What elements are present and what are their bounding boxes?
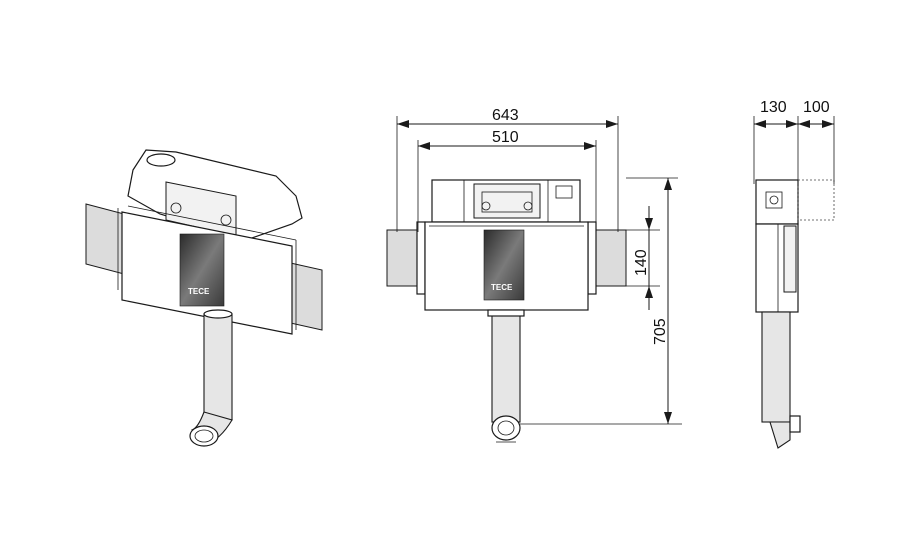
front-view: TECE 643 510 140 705 [386, 107, 682, 443]
dim-side-depth-front: 130 [760, 99, 787, 116]
dim-side-depth-rear: 100 [803, 99, 830, 116]
front-flush-pipe [491, 311, 521, 423]
brand-logo-front: TECE [491, 283, 513, 292]
perspective-view: TECE [85, 149, 323, 447]
pipe-collar [203, 309, 233, 319]
pipe-outlet [189, 425, 219, 447]
dim-total-height: 705 [652, 318, 669, 345]
mount-screw-right [220, 214, 232, 226]
flush-pipe [203, 313, 233, 421]
dim-overall-width: 643 [492, 107, 519, 124]
brand-logo-left: TECE [188, 287, 210, 296]
side-clearance-outline [797, 179, 835, 221]
dim-frame-width: 510 [492, 129, 519, 146]
side-flush-pipe [761, 311, 791, 423]
flush-valve-cap [146, 153, 176, 167]
product-label-panel [179, 233, 225, 307]
front-left-bracket [386, 229, 418, 287]
front-right-bracket [595, 229, 627, 287]
front-label-panel [483, 229, 525, 301]
dim-bracket-height: 140 [633, 249, 650, 276]
mount-screw-left [170, 202, 182, 214]
front-actuator-frame [473, 183, 541, 219]
side-pipe-elbow [769, 421, 791, 449]
front-pipe-outlet [491, 415, 521, 441]
side-view: 130 100 [753, 99, 835, 449]
